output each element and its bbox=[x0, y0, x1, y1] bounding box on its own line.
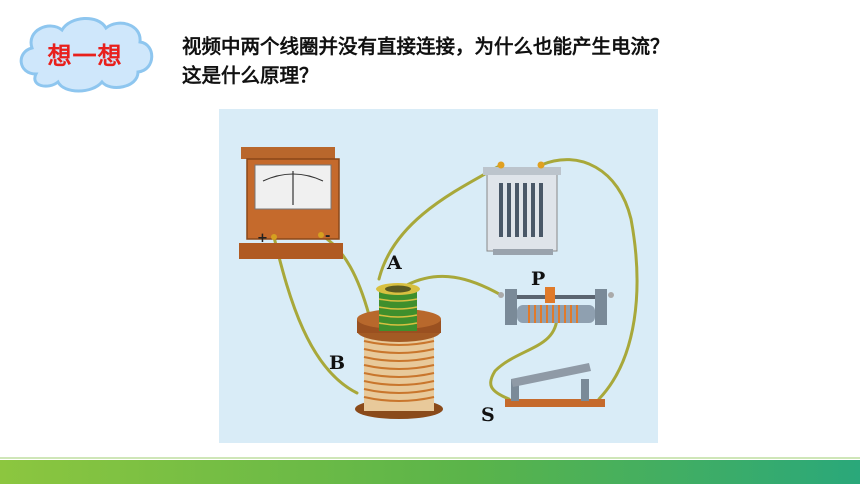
label-p: P bbox=[531, 268, 545, 290]
battery bbox=[483, 161, 561, 255]
wire-rheostat-to-switch bbox=[489, 311, 559, 401]
label-a: A bbox=[386, 252, 402, 274]
question-text: 视频中两个线圈并没有直接连接，为什么也能产生电流？ 这是什么原理？ bbox=[182, 32, 670, 90]
think-badge: 想一想 bbox=[14, 12, 156, 94]
meter-plus-label: + bbox=[257, 231, 268, 246]
label-b: B bbox=[329, 352, 345, 374]
cloud-icon bbox=[19, 17, 154, 93]
wire-battery-to-switch bbox=[539, 158, 639, 401]
switch bbox=[505, 363, 605, 407]
galvanometer bbox=[239, 147, 343, 259]
question-line-1: 视频中两个线圈并没有直接连接，为什么也能产生电流？ bbox=[182, 35, 670, 58]
footer-divider bbox=[0, 457, 860, 459]
rheostat bbox=[498, 287, 614, 325]
badge-text: 想一想 bbox=[47, 42, 123, 70]
label-s: S bbox=[481, 404, 495, 426]
footer-bar bbox=[0, 460, 860, 484]
question-line-2: 这是什么原理？ bbox=[182, 64, 319, 87]
induction-experiment-diagram: + - bbox=[219, 109, 658, 443]
coil-a bbox=[376, 283, 420, 331]
wire-meter-plus-to-b bbox=[272, 235, 359, 395]
meter-minus-label: - bbox=[325, 229, 330, 244]
wire-a-to-rheostat bbox=[405, 274, 503, 297]
circuit-svg: + - bbox=[219, 109, 658, 443]
